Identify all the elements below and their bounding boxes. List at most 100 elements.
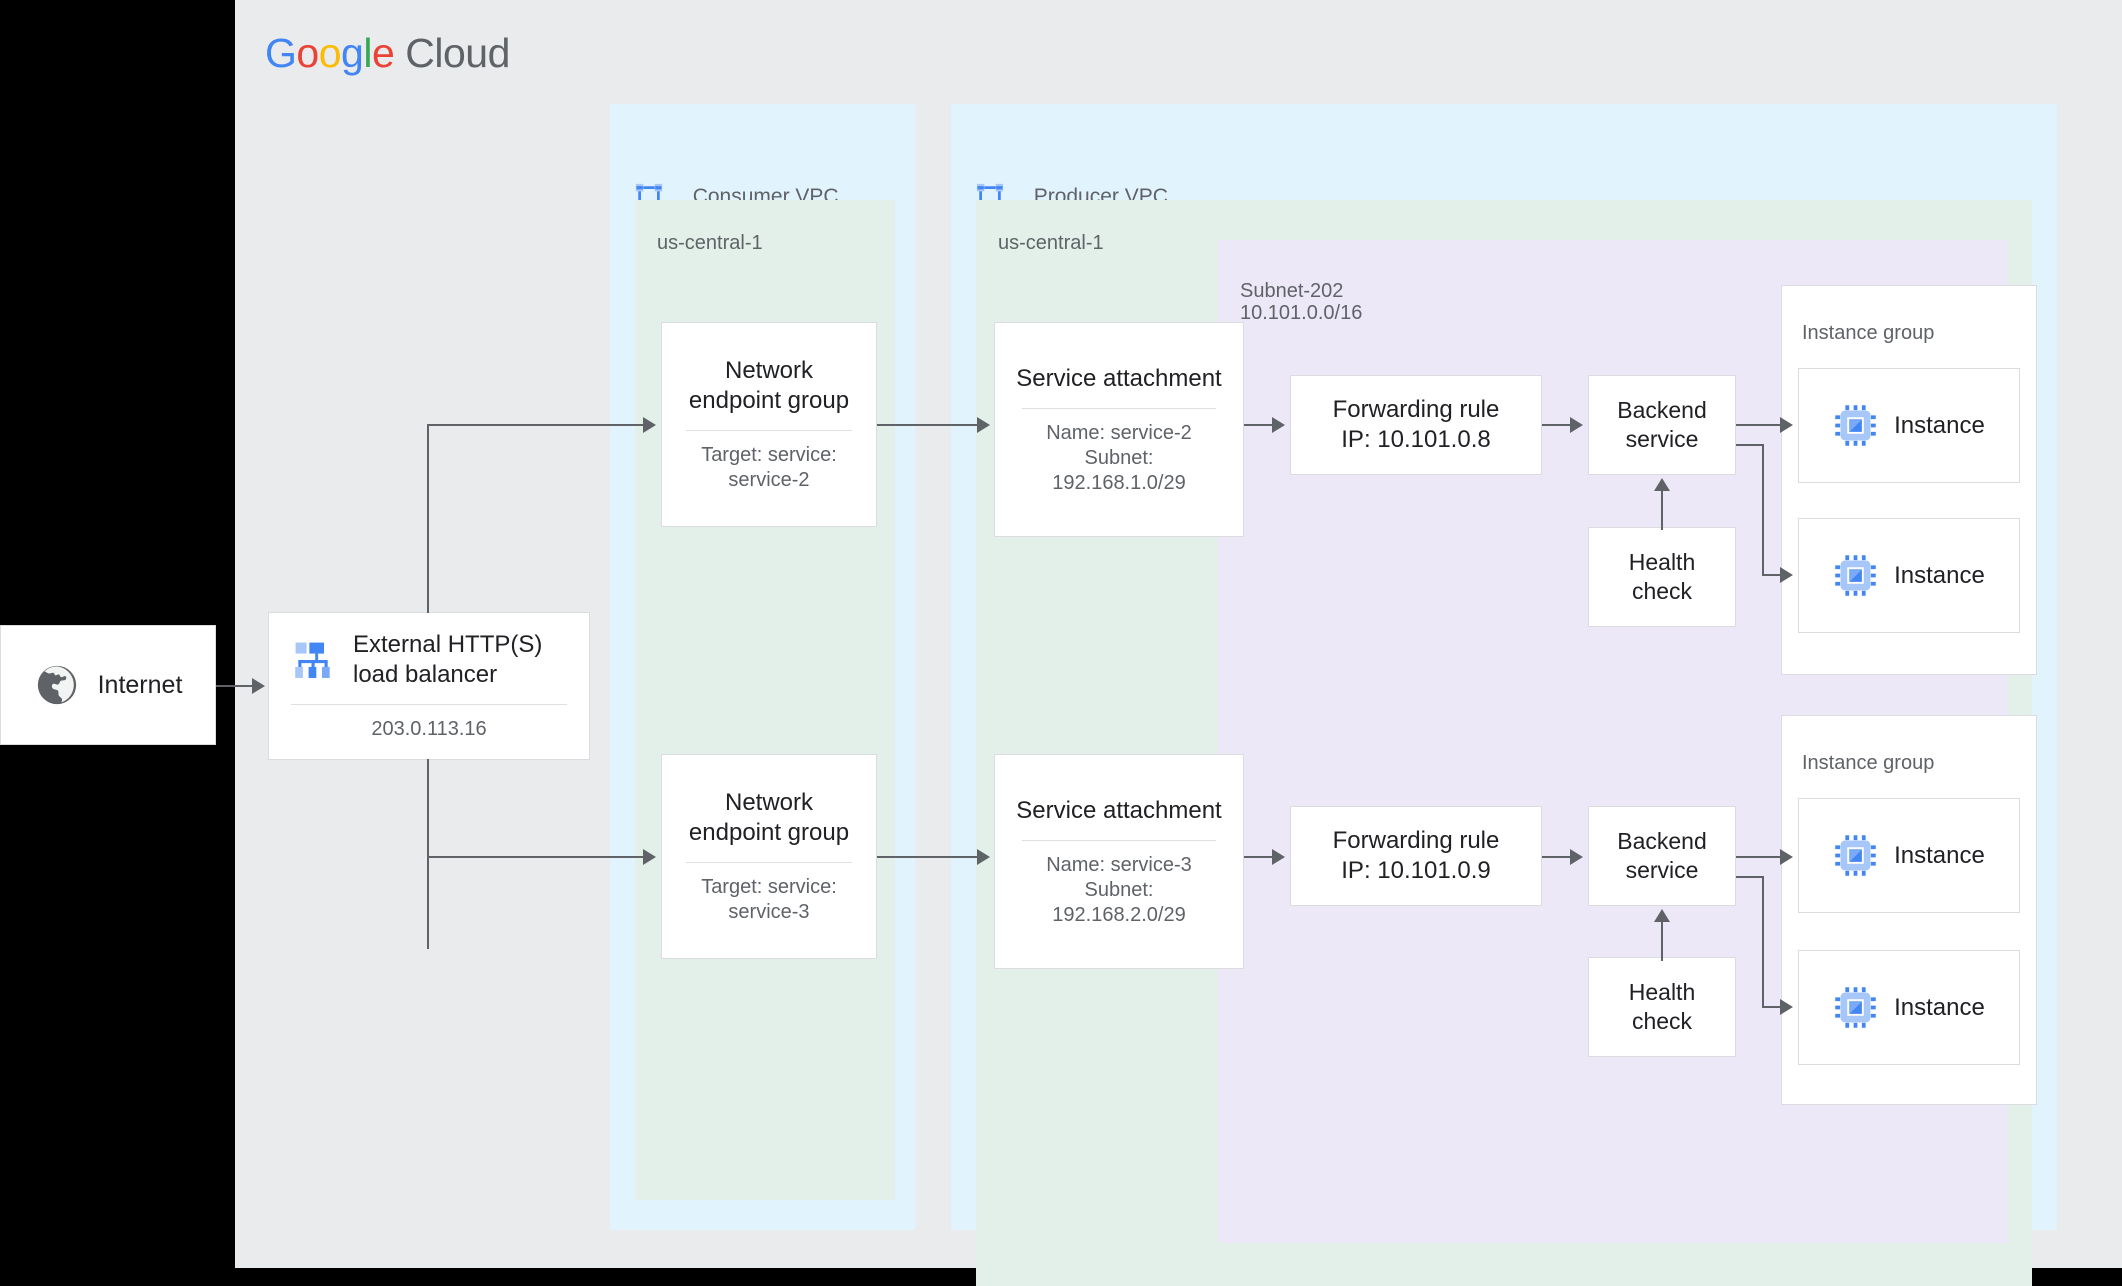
subnet-name-label: Subnet-202 (1240, 280, 1344, 302)
producer-region-label: us-central-1 (998, 232, 1104, 254)
connector-hc1-to-bs1 (1661, 488, 1663, 530)
arrowhead-neg2-to-sa2 (977, 849, 990, 865)
hc-2-line2: check (1631, 1008, 1693, 1034)
arrowhead-lb-to-neg1 (643, 417, 656, 433)
instance-1b-label: Instance (1894, 561, 1985, 589)
connector-bs1-elbow-v (1762, 444, 1764, 576)
connector-neg2-to-sa2 (877, 856, 979, 858)
connector-sa1-to-fr1 (1244, 424, 1274, 426)
arrowhead-bs2-to-instance2b (1780, 999, 1793, 1015)
instance-2b-label: Instance (1894, 993, 1985, 1021)
arrowhead-hc1-to-bs1 (1654, 478, 1670, 491)
instance-1b[interactable]: Instance (1798, 518, 2020, 633)
fr-1-line2: IP: 10.101.0.8 (1341, 426, 1491, 453)
backend-service-2[interactable]: Backend service (1588, 806, 1736, 906)
sa-2-subnet-cidr: 192.168.2.0/29 (1052, 903, 1186, 926)
neg-1-title-line1: Network (724, 357, 814, 384)
neg-1-target-line1: Target: service: (701, 444, 837, 466)
sa-1-subnet-cidr: 192.168.1.0/29 (1052, 471, 1186, 494)
instance-2b[interactable]: Instance (1798, 950, 2020, 1065)
consumer-vpc-panel: Consumer VPC us-central-1 (610, 104, 915, 1230)
service-attachment-2[interactable]: Service attachment Name: service-3 Subne… (994, 754, 1244, 969)
fr-2-line1: Forwarding rule (1332, 827, 1500, 854)
instance-group-2-label: Instance group (1802, 752, 1935, 774)
arrowhead-hc2-to-bs2 (1654, 909, 1670, 922)
bs-1-line2: service (1625, 426, 1699, 452)
arrowhead-internet-to-lb (252, 678, 265, 694)
arrowhead-bs1-to-instance1b (1780, 567, 1793, 583)
sa-1-title: Service attachment (1016, 364, 1222, 392)
connector-bs1-elbow-h1 (1736, 444, 1764, 446)
lb-title-line2: load balancer (353, 661, 498, 688)
instance-1a[interactable]: Instance (1798, 368, 2020, 483)
neg-2-title-line2: endpoint group (688, 819, 850, 846)
logo-letter-g1: G (265, 30, 297, 76)
sa-2-divider (1022, 839, 1216, 841)
sa-2-name: Name: service-3 (1046, 853, 1192, 876)
fr-1-line1: Forwarding rule (1332, 396, 1500, 423)
connector-hc2-to-bs2 (1661, 919, 1663, 961)
connector-lb-spine-down (427, 759, 429, 949)
instance-chip-icon (1833, 985, 1878, 1030)
connector-bs2-elbow-v (1762, 876, 1764, 1008)
logo-cloud-word: Cloud (405, 30, 510, 76)
forwarding-rule-1[interactable]: Forwarding rule IP: 10.101.0.8 (1290, 375, 1542, 475)
neg-2-target-line2: service-3 (728, 901, 810, 923)
neg-2-target-line1: Target: service: (701, 876, 837, 898)
instance-group-1-label: Instance group (1802, 322, 1935, 344)
neg-2-title-line1: Network (724, 789, 814, 816)
instance-2a-label: Instance (1894, 841, 1985, 869)
sa-2-title: Service attachment (1016, 796, 1222, 824)
instance-chip-icon (1833, 553, 1878, 598)
logo-letter-o2: o (318, 30, 342, 76)
arrowhead-fr1-to-bs1 (1570, 417, 1583, 433)
health-check-2[interactable]: Health check (1588, 957, 1736, 1057)
arrowhead-lb-to-neg2 (643, 849, 656, 865)
connector-bs2-elbow-h2 (1762, 1006, 1784, 1008)
lb-title-line1: External HTTP(S) (353, 631, 543, 658)
neg-2-divider (685, 862, 853, 863)
subnet-cidr-label: 10.101.0.0/16 (1240, 302, 1363, 324)
network-endpoint-group-1[interactable]: Network endpoint group Target: service: … (661, 322, 877, 527)
arrowhead-bs2-to-instance2a (1780, 849, 1793, 865)
connector-sa2-to-fr2 (1244, 856, 1274, 858)
connector-internet-to-lb (216, 685, 254, 687)
instance-chip-icon (1833, 833, 1878, 878)
hc-2-line1: Health (1628, 979, 1696, 1005)
sa-1-name: Name: service-2 (1046, 421, 1192, 444)
backend-service-1[interactable]: Backend service (1588, 375, 1736, 475)
neg-1-title-line2: endpoint group (688, 387, 850, 414)
internet-node[interactable]: Internet (0, 625, 216, 745)
internet-label: Internet (97, 670, 183, 699)
instance-chip-icon (1833, 403, 1878, 448)
hc-1-line1: Health (1628, 549, 1696, 575)
connector-bs2-to-instance2a (1736, 856, 1782, 858)
instance-2a[interactable]: Instance (1798, 798, 2020, 913)
neg-1-target-line2: service-2 (728, 469, 810, 491)
service-attachment-1[interactable]: Service attachment Name: service-2 Subne… (994, 322, 1244, 537)
bs-2-line1: Backend (1617, 828, 1707, 854)
forwarding-rule-2[interactable]: Forwarding rule IP: 10.101.0.9 (1290, 806, 1542, 906)
fr-2-line2: IP: 10.101.0.9 (1341, 857, 1491, 884)
sa-1-divider (1022, 407, 1216, 409)
connector-lb-to-neg2 (427, 856, 645, 858)
load-balancer-icon (291, 638, 335, 682)
connector-fr1-to-bs1 (1542, 424, 1572, 426)
arrowhead-neg1-to-sa1 (977, 417, 990, 433)
arrowhead-fr2-to-bs2 (1570, 849, 1583, 865)
connector-bs2-elbow-h1 (1736, 876, 1764, 878)
external-http-load-balancer[interactable]: External HTTP(S) load balancer 203.0.113… (268, 612, 590, 760)
network-endpoint-group-2[interactable]: Network endpoint group Target: service: … (661, 754, 877, 959)
health-check-1[interactable]: Health check (1588, 527, 1736, 627)
instance-1a-label: Instance (1894, 411, 1985, 439)
sa-2-subnet-label: Subnet: (1084, 878, 1154, 901)
logo-letter-g2: g (341, 30, 364, 76)
globe-icon (34, 662, 80, 708)
bs-1-line1: Backend (1617, 397, 1707, 423)
arrowhead-sa1-to-fr1 (1272, 417, 1285, 433)
bs-2-line2: service (1625, 857, 1699, 883)
arrowhead-bs1-to-instance1a (1780, 417, 1793, 433)
consumer-region-label: us-central-1 (657, 232, 763, 254)
